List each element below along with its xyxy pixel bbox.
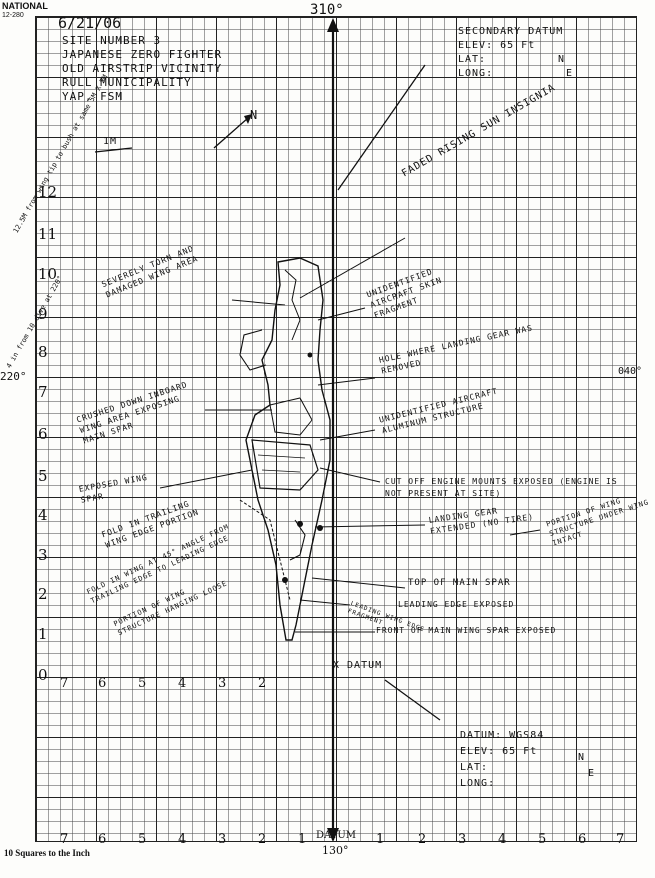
x-top-6: 6 — [98, 676, 107, 691]
x-bottom-5-left: 5 — [138, 832, 147, 847]
y-label-8: 8 — [38, 343, 48, 361]
datum-box-e: E — [588, 768, 596, 779]
left-bearing: 220° — [0, 370, 27, 383]
site-line-3: OLD AIRSTRIP VICINITY — [62, 62, 223, 75]
x-bottom-7-right: 7 — [616, 832, 625, 847]
y-label-12: 12 — [38, 183, 58, 201]
datum-box-n: N — [578, 752, 586, 763]
x-top-3: 3 — [218, 676, 227, 691]
site-line-5: YAP, FSM — [62, 90, 123, 103]
x-bottom-3-left: 3 — [218, 832, 227, 847]
y-label-0: 0 — [38, 666, 48, 684]
paper-footer: 10 Squares to the Inch — [4, 848, 90, 858]
y-label-9: 9 — [38, 305, 48, 323]
y-label-2: 2 — [38, 585, 48, 603]
wreck-outline — [245, 257, 331, 641]
datum-diagonal-line — [384, 679, 441, 721]
annotation-engine-mounts: CUT OFF ENGINE MOUNTS EXPOSED (ENGINE IS… — [385, 477, 618, 498]
site-line-2: JAPANESE ZERO FIGHTER — [62, 48, 223, 61]
y-label-1: 1 — [38, 625, 48, 643]
north-arrow — [213, 117, 249, 149]
x-bottom-6-left: 6 — [98, 832, 107, 847]
secondary-datum-elev: ELEV: 65 Ft — [458, 40, 536, 51]
x-bottom-1-left: 1 — [298, 832, 307, 847]
secondary-datum-e: E — [566, 68, 574, 79]
annotation-leading-edge-exposed: LEADING EDGE EXPOSED — [398, 600, 515, 609]
x-top-4: 4 — [178, 676, 187, 691]
datum-box-long: LONG: — [460, 778, 496, 789]
scale-label: 1M — [103, 136, 118, 147]
x-bottom-datum: DATUM — [316, 830, 357, 841]
y-label-10: 10 — [38, 265, 58, 283]
x-bottom-2-left: 2 — [258, 832, 267, 847]
datum-marker: X DATUM — [333, 660, 383, 671]
y-label-4: 4 — [38, 506, 48, 524]
x-bottom-datum-bearing: 130° — [322, 844, 349, 857]
site-line-1: SITE NUMBER 3 — [62, 34, 162, 47]
right-bearing: 040° — [618, 366, 643, 377]
axis-arrow-bottom — [327, 828, 339, 842]
north-line — [337, 64, 426, 191]
secondary-datum-n: N — [558, 54, 566, 65]
datum-box-lat: LAT: — [460, 762, 489, 773]
axis-arrow-top — [327, 18, 339, 32]
x-top-7: 7 — [60, 676, 69, 691]
x-top-2: 2 — [258, 676, 267, 691]
graph-grid — [35, 16, 637, 842]
datum-box-datum: DATUM: WGS84 — [460, 730, 545, 741]
site-line-4: RULL MUNICIPALITY — [62, 76, 192, 89]
leader-lines — [159, 237, 541, 633]
annotation-top-main-spar: TOP OF MAIN SPAR — [408, 578, 511, 588]
x-bottom-3-right: 3 — [458, 832, 467, 847]
annotation-front-main-spar: FRONT OF MAIN WING SPAR EXPOSED — [376, 626, 557, 635]
x-bottom-4-left: 4 — [178, 832, 187, 847]
x-bottom-5-right: 5 — [538, 832, 547, 847]
x-bottom-4-right: 4 — [498, 832, 507, 847]
x-top-5: 5 — [138, 676, 147, 691]
x-bottom-6-right: 6 — [578, 832, 587, 847]
secondary-datum-lat: LAT: — [458, 54, 487, 65]
secondary-datum-title: SECONDARY DATUM — [458, 26, 564, 37]
y-label-11: 11 — [38, 225, 58, 243]
x-bottom-7-left: 7 — [60, 832, 69, 847]
heading-label: 310° — [310, 2, 344, 18]
y-label-5: 5 — [38, 467, 48, 485]
secondary-datum-long: LONG: — [458, 68, 494, 79]
x-bottom-2-right: 2 — [418, 832, 427, 847]
y-label-7: 7 — [38, 383, 48, 401]
north-label: N — [250, 108, 259, 122]
x-bottom-1-right: 1 — [376, 832, 385, 847]
datum-box-elev: ELEV: 65 Ft — [460, 746, 538, 757]
scale-bar — [94, 147, 133, 153]
y-label-3: 3 — [38, 546, 48, 564]
date-label: 6/21/06 — [58, 14, 122, 32]
y-label-6: 6 — [38, 425, 48, 443]
